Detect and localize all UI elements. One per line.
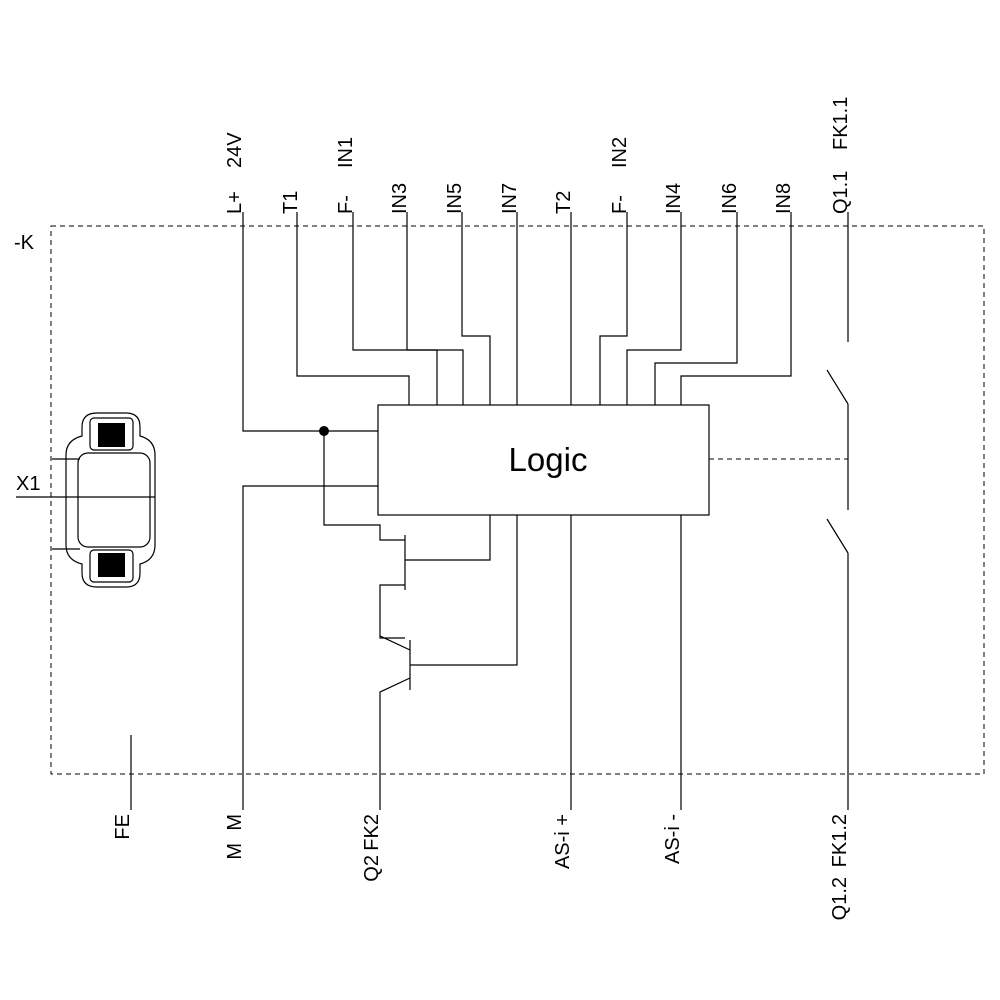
x1-connector-icon: [16, 412, 156, 588]
terminal-label-in4: IN4: [663, 183, 685, 214]
x1-label: X1: [16, 473, 40, 495]
terminal-label-fk2: FK2: [361, 814, 383, 851]
terminal-label-in8: IN8: [773, 183, 795, 214]
terminal-label-lplus: L+: [224, 191, 246, 214]
terminal-label-24v: 24V: [224, 132, 246, 168]
terminal-label-m2: M: [224, 843, 246, 860]
terminal-label-q2: Q2: [361, 855, 383, 882]
terminal-label-in2: IN2: [609, 137, 631, 168]
terminal-label-in6: IN6: [719, 183, 741, 214]
logic-label: Logic: [509, 441, 588, 478]
terminal-label-in1: IN1: [335, 137, 357, 168]
terminal-label-q12: Q1.2: [829, 877, 851, 920]
bottom-labels: FE M M FK2 Q2 AS-i + AS-i - FK1.2 Q1.2: [112, 814, 851, 920]
top-wiring: [242, 212, 792, 432]
terminal-label-asi-plus: AS-i +: [552, 814, 574, 869]
top-labels: L+ 24V T1 F- IN1 IN3 IN5 IN7 T2 F- IN2 I…: [224, 97, 852, 214]
ground-wire: [242, 485, 378, 810]
terminal-label-q11: Q1.1: [830, 171, 852, 214]
terminal-label-in5: IN5: [444, 183, 466, 214]
terminal-label-fk12: FK1.2: [829, 814, 851, 867]
terminal-label-f-in2: F-: [609, 195, 631, 214]
terminal-label-in3: IN3: [389, 183, 411, 214]
terminal-label-t1: T1: [280, 191, 302, 214]
device-boundary: [50, 225, 985, 775]
terminal-label-t2: T2: [553, 191, 575, 214]
device-label: -K: [14, 232, 35, 254]
terminal-label-fk11: FK1.1: [830, 97, 852, 150]
terminal-label-f-in1: F-: [335, 195, 357, 214]
output-transistors: [379, 515, 518, 810]
terminal-label-in7: IN7: [499, 183, 521, 214]
terminal-label-m1: M: [224, 814, 246, 831]
terminal-label-fe: FE: [112, 814, 134, 840]
logic-block: [377, 404, 710, 516]
terminal-label-asi-minus: AS-i -: [662, 814, 684, 864]
relay-contacts: [709, 212, 849, 810]
